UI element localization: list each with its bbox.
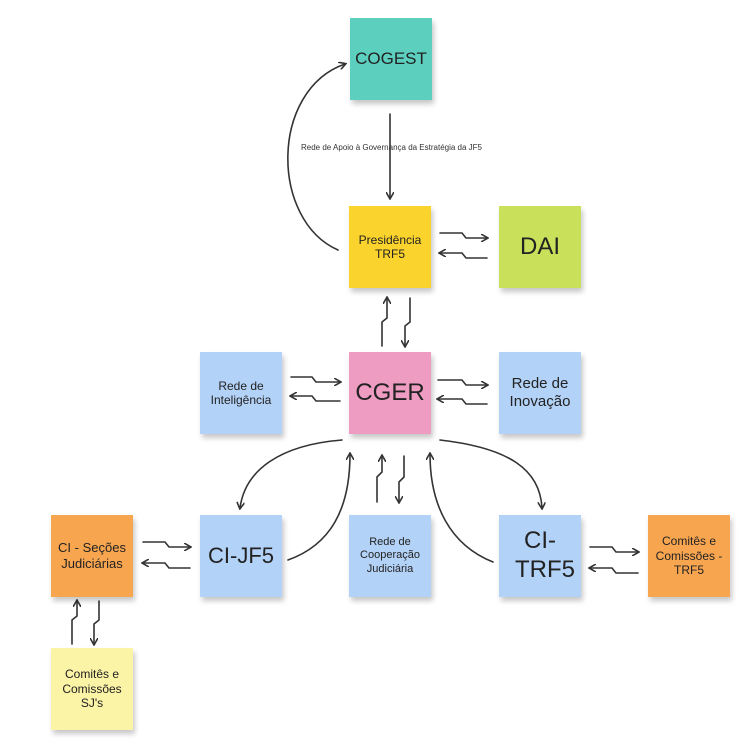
edge-cisecoes-comitessjs [94,600,100,644]
node-label: CI - Seções Judiciárias [58,540,126,571]
edge-label-apoio: Rede de Apoio à Governança da Estratégia… [301,143,483,152]
node-presidencia[interactable]: Presidência TRF5 [349,206,431,288]
node-rede-inteligencia[interactable]: Rede de Inteligência [200,352,282,434]
node-cger[interactable]: CGER [349,352,431,434]
edge-cger-citrf5 [439,439,542,508]
edge-citrf5-comites [589,546,638,552]
node-rede-inovacao[interactable]: Rede de Inovação [499,352,581,434]
edge-cger-cooperacao [399,455,405,502]
node-label: CGER [355,378,425,406]
node-comites-trf5[interactable]: Comitês e Comissões - TRF5 [648,515,730,597]
node-label: CI-TRF5 [515,527,575,583]
node-label: Rede de Inteligência [210,378,272,407]
node-cogest[interactable]: COGEST [350,18,432,100]
node-label: DAI [519,232,560,260]
edge-cisecoes-cijf5 [142,541,190,547]
edge-dai-presidencia [440,253,488,259]
edge-inteligencia-cger [290,376,340,382]
edge-presidencia-dai [439,232,487,238]
node-label: Rede de Inovação [509,375,571,410]
edge-cooperacao-cger [376,456,382,503]
node-label: COGEST [355,48,427,68]
node-label: Comitês e Comissões - TRF5 [655,534,723,578]
node-comites-sjs[interactable]: Comitês e Comissões SJ's [51,648,133,730]
edge-cijf5-cger [287,454,350,561]
node-rede-cooperacao[interactable]: Rede de Cooperação Judiciária [349,515,431,597]
node-label: Presidência TRF5 [358,232,422,261]
edge-cger-presidencia [381,298,387,347]
edge-cger-inovacao [437,379,487,385]
node-label: Comitês e Comissões SJ's [62,667,122,711]
edge-presidencia-cger [405,297,411,346]
edge-cger-inteligencia [291,396,341,402]
edge-comites-citrf5 [590,568,639,574]
edge-inovacao-cger [438,399,488,405]
node-ci-jf5[interactable]: CI-JF5 [200,515,282,597]
edge-cijf5-cisecoes [143,563,191,569]
node-ci-secoes[interactable]: CI - Seções Judiciárias [51,515,133,597]
edge-comitessjs-cisecoes [71,601,77,645]
node-label: Rede de Cooperação Judiciária [360,536,420,575]
node-dai[interactable]: DAI [499,206,581,288]
node-ci-trf5[interactable]: CI-TRF5 [499,515,581,597]
edge-presidencia-cogest [287,64,345,251]
node-label: CI-JF5 [208,542,274,568]
edge-citrf5-cger [430,454,494,563]
edge-cger-cijf5 [240,439,343,508]
